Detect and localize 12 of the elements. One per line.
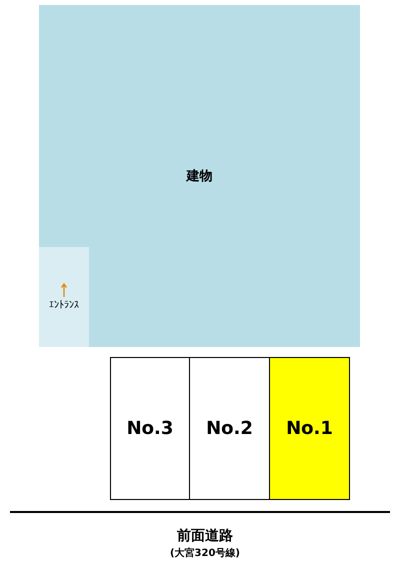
building-label: 建物 <box>186 168 212 185</box>
space-number: No.3 <box>126 418 174 439</box>
parking-space <box>189 357 270 500</box>
parking-space <box>269 357 350 500</box>
road-name-label: (大宮320号線) <box>170 548 240 559</box>
space-number: No.2 <box>206 418 253 439</box>
road-label: 前面道路 <box>177 528 233 544</box>
building-area <box>39 5 360 347</box>
parking-space <box>110 357 190 500</box>
entrance-area <box>39 247 89 347</box>
space-number: No.1 <box>286 418 333 439</box>
entrance-label: ｴﾝﾄﾗﾝｽ <box>49 299 79 311</box>
